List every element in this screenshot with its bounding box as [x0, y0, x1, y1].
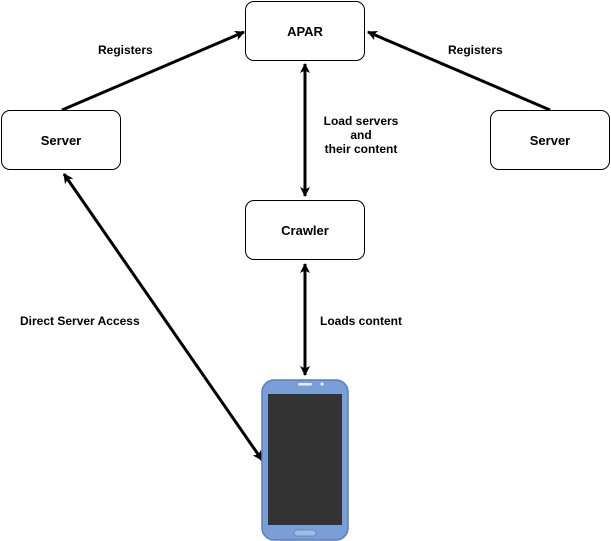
registers-label-left: Registers — [98, 43, 153, 57]
loads-content-label: Loads content — [320, 314, 403, 328]
load-servers-line-2: and — [350, 128, 372, 142]
server-node-left: Server — [1, 110, 121, 170]
apar-node: APAR — [245, 1, 365, 61]
edge-server-left-to-apar — [61, 30, 245, 112]
registers-label-right: Registers — [448, 43, 503, 57]
smartphone-icon — [261, 379, 349, 541]
server-node-right: Server — [490, 110, 610, 170]
load-servers-label: Load servers and their content — [318, 114, 404, 156]
load-servers-line-1: Load servers — [323, 114, 399, 128]
crawler-node: Crawler — [245, 200, 365, 260]
edge-server-left-phone — [62, 173, 264, 461]
edge-server-right-to-apar — [367, 30, 551, 112]
direct-server-access-label: Direct Server Access — [20, 314, 140, 328]
load-servers-line-3: their content — [324, 142, 398, 156]
